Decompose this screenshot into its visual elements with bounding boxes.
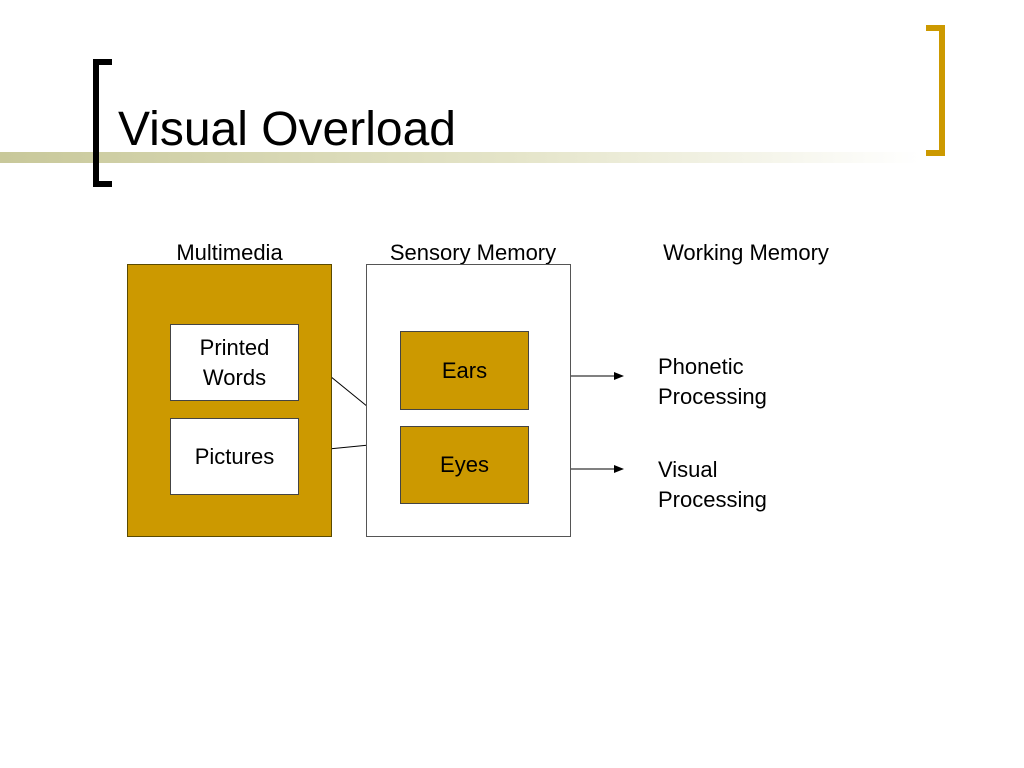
left-bracket-icon: [93, 59, 112, 187]
phonetic-processing-label: Phonetic Processing: [658, 352, 767, 412]
visual-processing-line1: Visual: [658, 457, 718, 482]
visual-processing-line2: Processing: [658, 487, 767, 512]
ears-box: Ears: [400, 331, 529, 410]
eyes-box: Eyes: [400, 426, 529, 504]
column-label-sensory-memory: Sensory Memory: [389, 240, 557, 265]
column-label-working-memory: Working Memory: [663, 240, 829, 265]
visual-processing-label: Visual Processing: [658, 455, 767, 515]
phonetic-processing-line2: Processing: [658, 384, 767, 409]
printed-words-label-line2: Words: [202, 364, 267, 390]
column-label-multimedia: Multimedia: [176, 240, 283, 265]
eyes-label: Eyes: [440, 452, 489, 477]
printed-words-label-line1: Printed: [199, 334, 270, 360]
right-bracket-icon: [926, 25, 945, 156]
pictures-label: Pictures: [194, 443, 275, 469]
printed-words-box: Printed Words: [170, 324, 299, 401]
ears-label: Ears: [441, 357, 488, 383]
pictures-box: Pictures: [170, 418, 299, 495]
title-underline-bar: [0, 152, 920, 163]
slide-title: Visual Overload: [118, 103, 456, 156]
phonetic-processing-line1: Phonetic: [658, 354, 744, 379]
